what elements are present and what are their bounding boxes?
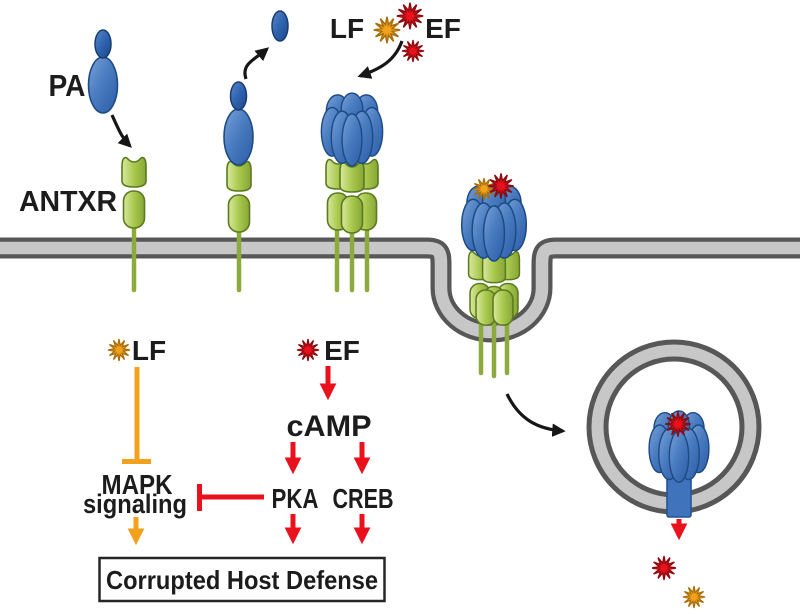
pa20-release-arrow [243, 47, 270, 80]
mapk-label-line1: MAPK [102, 469, 173, 500]
pa-binding-arrow [110, 114, 132, 148]
lf-label-pathway: LF [132, 335, 166, 366]
pa-molecule-free [87, 29, 119, 114]
ef-label-pathway: EF [324, 335, 360, 366]
pa-heptamer-prepore [320, 92, 384, 167]
pit-receptor-cluster [469, 252, 520, 326]
antxr-receptor-free [122, 157, 146, 228]
outcome-box [98, 556, 386, 603]
creb-label: CREB [333, 483, 394, 514]
antxr-receptor-cluster [326, 159, 378, 233]
pka-label: PKA [272, 483, 319, 514]
ef-label-top: EF [425, 13, 461, 44]
camp-label: cAMP [287, 410, 372, 443]
lf-label-top: LF [330, 13, 364, 44]
pa-pore-in-endosome [648, 410, 710, 518]
pa-heptamer-in-pit [460, 172, 528, 262]
ef-star-icon [396, 2, 424, 30]
ef-star-icon [401, 39, 425, 63]
antxr-label: ANTXR [19, 186, 117, 218]
lf-ef-binding-arrow [357, 40, 404, 79]
mapk-label-line2: signaling [83, 489, 187, 519]
ef-star-icon [651, 555, 677, 581]
plasma-membrane [0, 248, 800, 332]
ef-star-icon [296, 338, 320, 362]
pka-inhibition-connector [197, 484, 264, 511]
outcome-label: Corrupted Host Defense [106, 565, 378, 595]
lf-star-icon [373, 16, 401, 44]
pa-label: PA [49, 68, 86, 103]
lf-star-icon [682, 585, 706, 609]
pa20-released-fragment [271, 10, 289, 42]
antxr-receptor-pa-bound [227, 161, 251, 232]
pa-molecule-bound [223, 81, 254, 166]
endocytosis-arrow [505, 393, 566, 437]
lf-star-icon [107, 338, 131, 362]
lf-inhibition-connector [122, 367, 151, 464]
